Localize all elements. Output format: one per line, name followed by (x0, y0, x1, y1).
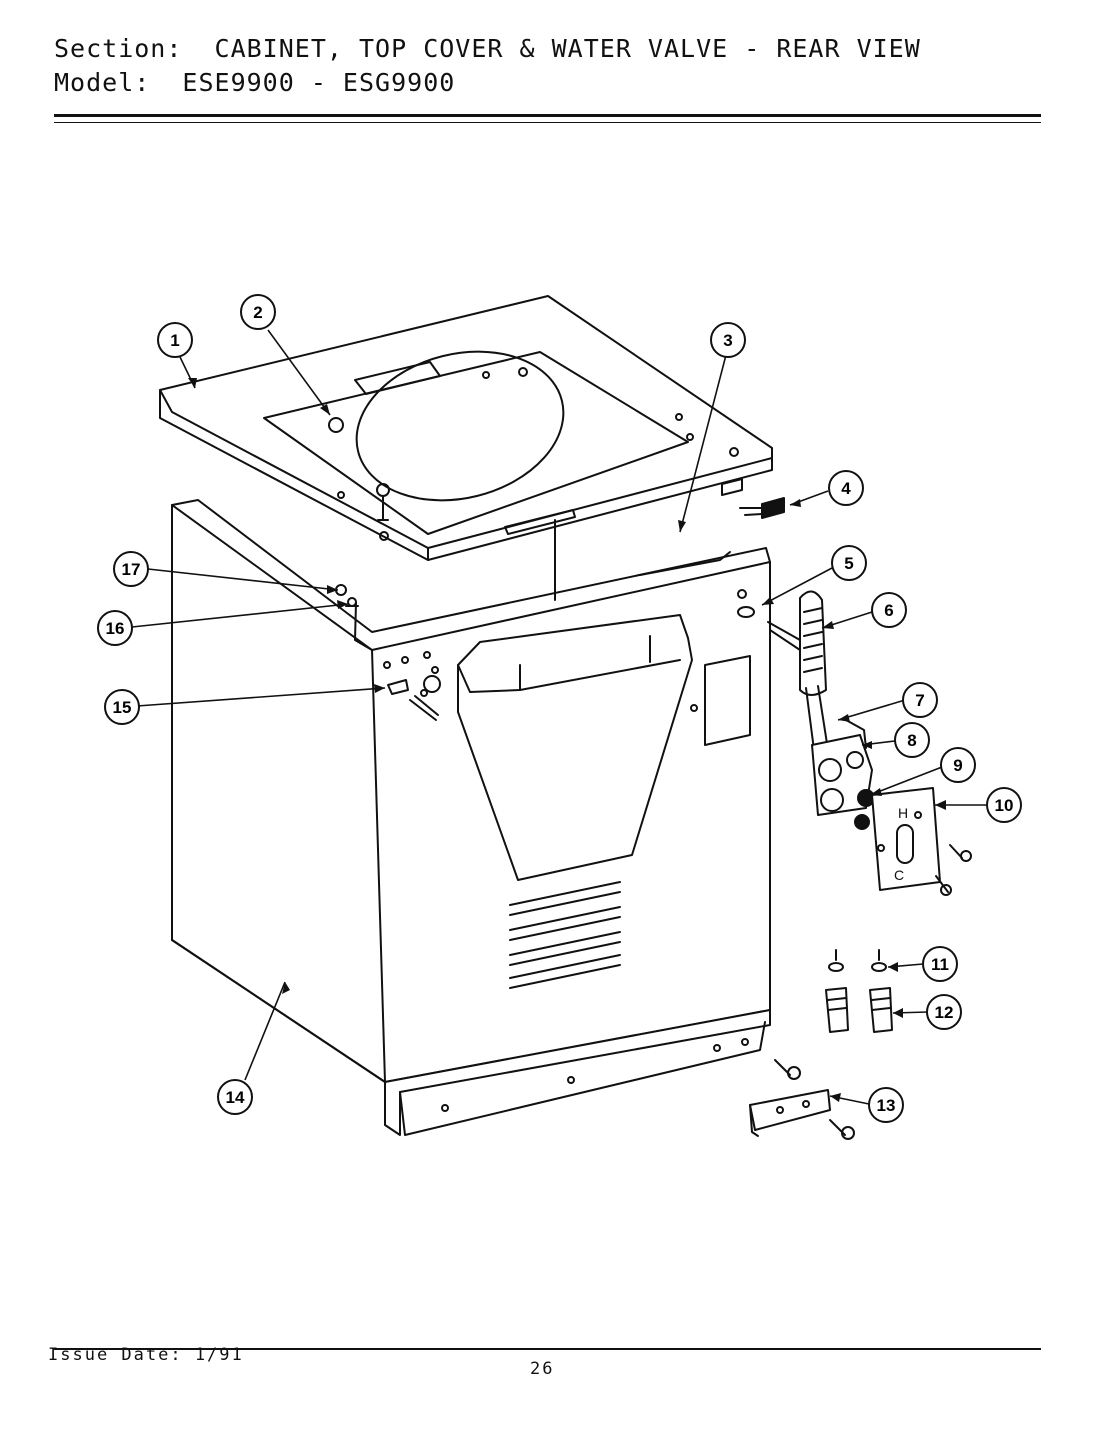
callout-11: 11 (922, 946, 958, 982)
svg-text:1: 1 (170, 331, 179, 350)
callout-4: 4 (828, 470, 864, 506)
hose-connectors-12 (825, 987, 893, 1033)
callout-12: 12 (926, 994, 962, 1030)
leader-arrowheads (188, 378, 946, 1102)
svg-text:17: 17 (122, 560, 141, 579)
callout-15: 15 (104, 689, 140, 725)
header-rule (54, 114, 1041, 117)
bolt-15 (387, 679, 439, 721)
svg-text:6: 6 (884, 601, 893, 620)
callout-13: 13 (868, 1087, 904, 1123)
svg-text:2: 2 (253, 303, 262, 322)
svg-text:5: 5 (844, 554, 853, 573)
callout-2: 2 (240, 294, 276, 330)
callout-9: 9 (940, 747, 976, 783)
svg-text:16: 16 (106, 619, 125, 638)
footer-rule (54, 1348, 1041, 1350)
header-rule-thin (54, 122, 1041, 123)
valve-mounting-plate-10 (871, 787, 972, 896)
callout-1: 1 (157, 322, 193, 358)
section-title: CABINET, TOP COVER & WATER VALVE - REAR … (214, 34, 921, 63)
page-number: 26 (530, 1359, 555, 1379)
callout-16: 16 (97, 610, 133, 646)
svg-text:7: 7 (915, 691, 924, 710)
terminal-block-4 (739, 497, 785, 519)
svg-text:8: 8 (907, 731, 916, 750)
model-numbers: ESE9900 - ESG9900 (182, 68, 456, 97)
section-label: Section: (54, 34, 183, 63)
svg-text:11: 11 (931, 955, 949, 974)
svg-text:14: 14 (226, 1088, 245, 1107)
section-heading: Section: CABINET, TOP COVER & WATER VALV… (54, 34, 921, 63)
top-cover (159, 295, 773, 561)
model-heading: Model: ESE9900 - ESG9900 (54, 68, 455, 97)
callout-8: 8 (894, 722, 930, 758)
mounting-bracket-13 (749, 1059, 855, 1140)
callout-10: 10 (986, 787, 1022, 823)
leader-lines (131, 329, 988, 1105)
model-label: Model: (54, 68, 151, 97)
svg-text:15: 15 (113, 698, 132, 717)
hot-label: H (898, 805, 908, 821)
cold-label: C (894, 867, 904, 883)
svg-text:12: 12 (935, 1003, 954, 1022)
callout-6: 6 (871, 592, 907, 628)
callout-7: 7 (902, 682, 938, 718)
svg-text:3: 3 (723, 331, 732, 350)
svg-text:10: 10 (995, 796, 1014, 815)
callout-3: 3 (710, 322, 746, 358)
callout-17: 17 (113, 551, 149, 587)
cabinet (171, 499, 771, 1136)
callout-markers: 1 2 3 4 5 6 7 8 9 10 11 12 13 14 15 16 1… (97, 294, 1022, 1123)
callout-14: 14 (217, 1079, 253, 1115)
water-valve-8 (811, 719, 875, 830)
svg-text:13: 13 (877, 1096, 896, 1115)
washers-11 (828, 949, 887, 972)
issue-date: Issue Date: 1/91 (48, 1345, 244, 1365)
svg-text:4: 4 (841, 479, 851, 498)
hose-assembly-6 (767, 590, 829, 761)
callout-5: 5 (831, 545, 867, 581)
svg-text:9: 9 (953, 756, 962, 775)
